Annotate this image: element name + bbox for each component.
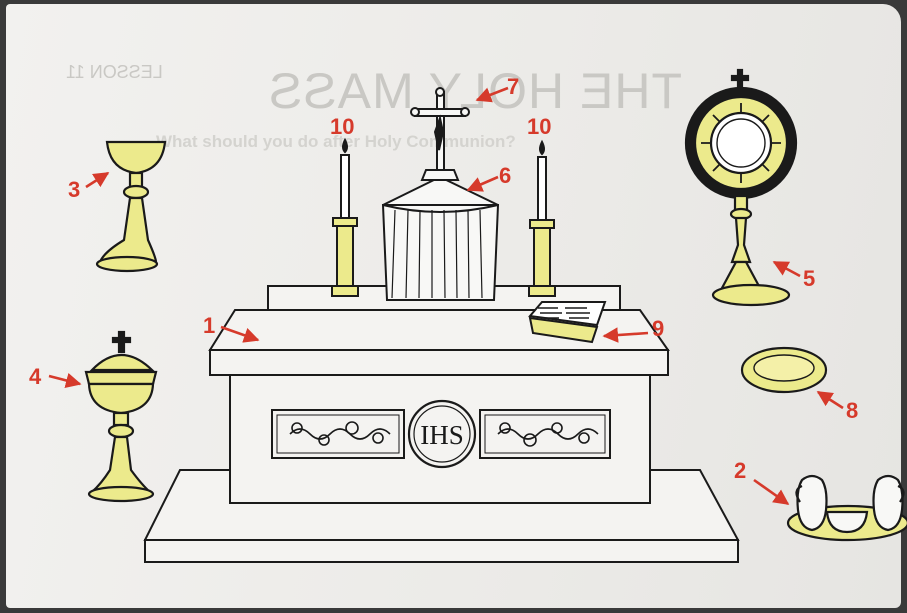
chalice [97, 142, 165, 271]
callout-5-arrow [774, 262, 800, 276]
callout-9-label: 9 [652, 316, 664, 341]
callout-1-label: 1 [203, 313, 215, 338]
crucifix [411, 88, 469, 180]
tabernacle-veil [383, 177, 498, 300]
callout-4-arrow [49, 376, 80, 384]
cruets-tray [788, 476, 907, 540]
callout-10-right-label: 10 [527, 114, 551, 139]
callout-2-label: 2 [734, 458, 746, 483]
candle-left [332, 140, 358, 296]
monstrance [686, 70, 796, 305]
callout-10-left-label: 10 [330, 114, 354, 139]
callout-6-arrow [468, 177, 498, 190]
callout-5-label: 5 [803, 266, 815, 291]
ihs-monogram: IHS [420, 420, 464, 450]
callout-4-label: 4 [29, 364, 42, 389]
candle-right [529, 142, 555, 296]
callout-3-arrow [86, 173, 108, 187]
callout-7-arrow [477, 88, 508, 100]
callout-3-label: 3 [68, 177, 80, 202]
callout-2-arrow [754, 480, 788, 504]
callout-7-label: 7 [507, 74, 519, 99]
callout-6-label: 6 [499, 163, 511, 188]
callout-8-arrow [818, 392, 843, 408]
paten [742, 348, 826, 392]
ciborium [86, 332, 156, 501]
callout-8-label: 8 [846, 398, 858, 423]
